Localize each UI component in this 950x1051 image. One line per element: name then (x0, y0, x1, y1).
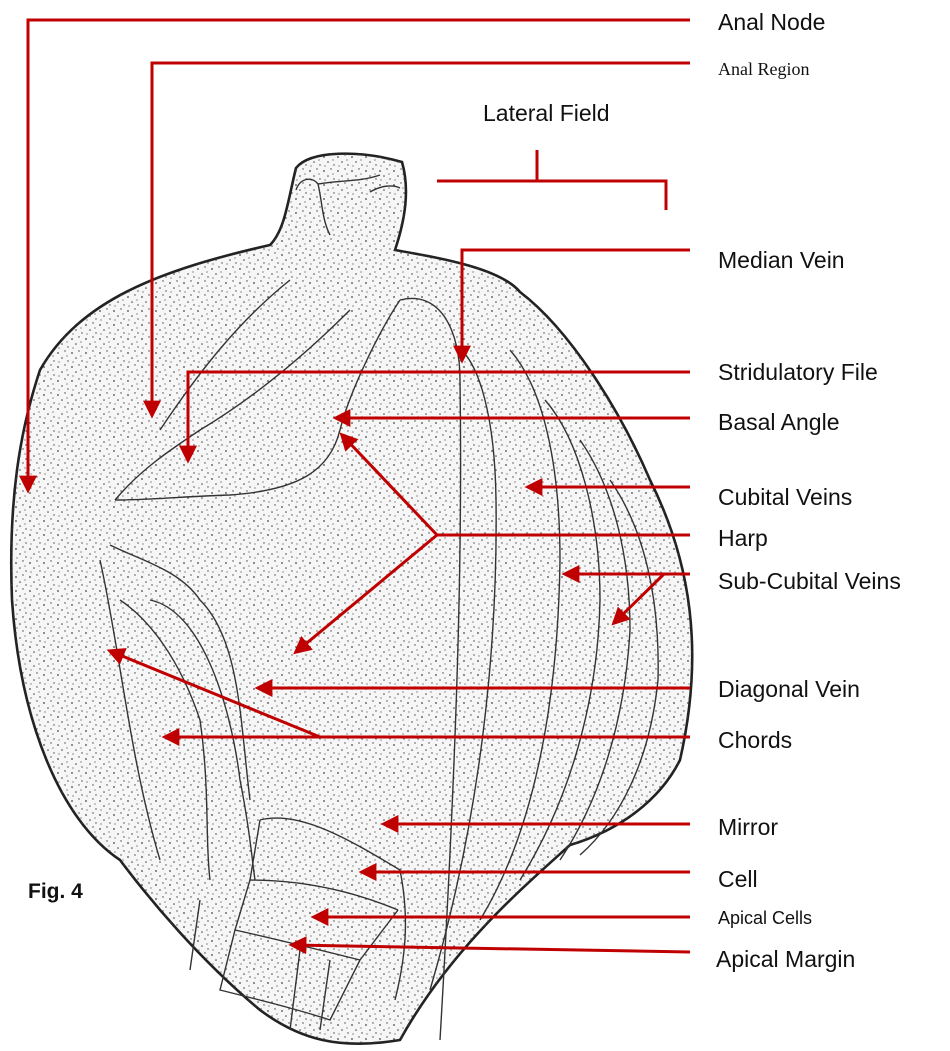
label-stridulatory-file: Stridulatory File (718, 359, 878, 385)
label-anal-region: Anal Region (718, 59, 810, 79)
bracket-lateral-field (437, 181, 666, 210)
label-apical-margin: Apical Margin (716, 946, 855, 972)
label-median-vein: Median Vein (718, 247, 845, 273)
label-diagonal-vein: Diagonal Vein (718, 676, 860, 702)
label-mirror: Mirror (718, 814, 778, 840)
label-sub-cubital-veins: Sub-Cubital Veins (718, 568, 901, 594)
label-lateral-field: Lateral Field (483, 100, 610, 126)
wing-illustration (11, 154, 692, 1044)
label-cell: Cell (718, 866, 758, 892)
label-basal-angle: Basal Angle (718, 409, 839, 435)
label-cubital-veins: Cubital Veins (718, 484, 852, 510)
label-anal-node: Anal Node (718, 9, 825, 35)
label-chords: Chords (718, 727, 792, 753)
wing-stipple (11, 154, 692, 1044)
label-apical-cells: Apical Cells (718, 908, 812, 928)
label-harp: Harp (718, 525, 768, 551)
figure-label: Fig. 4 (28, 880, 83, 903)
